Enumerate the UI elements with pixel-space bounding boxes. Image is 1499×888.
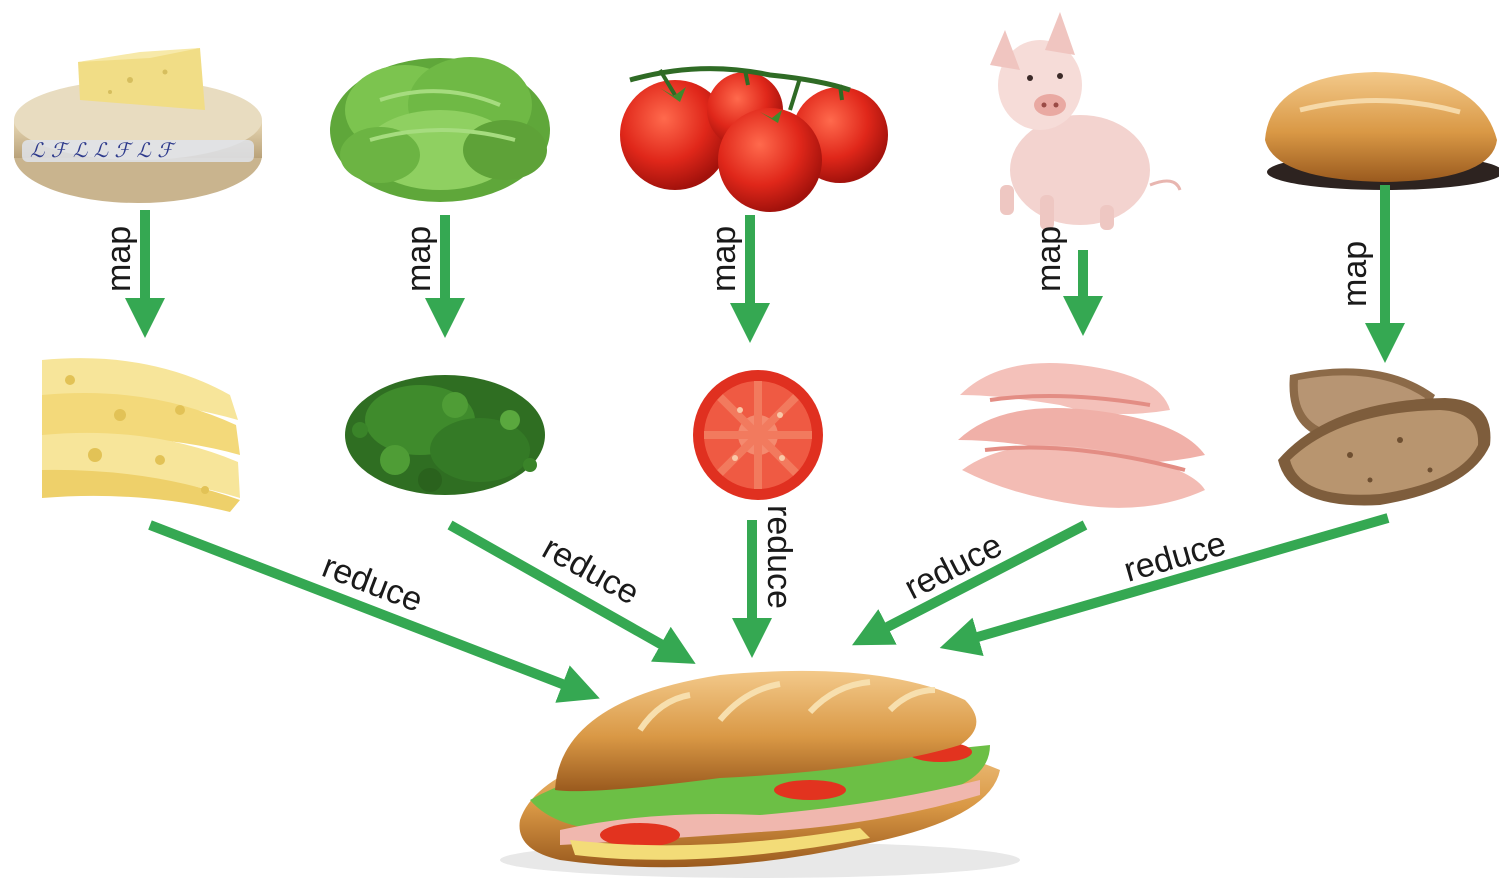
reduce-arrow-bread <box>957 518 1388 643</box>
bread-slices-icon <box>1278 368 1490 505</box>
lettuce-head-icon <box>330 57 550 202</box>
svg-text:ℒ ℱ ℒ ℒ ℱ ℒ ℱ: ℒ ℱ ℒ ℒ ℱ ℒ ℱ <box>30 138 176 162</box>
reduce-arrow-cheese <box>150 525 583 692</box>
ham-slices-icon <box>958 363 1205 508</box>
chopped-lettuce-icon <box>345 375 545 495</box>
pig-icon <box>990 12 1180 230</box>
map-label-lettuce: map <box>400 226 438 292</box>
tomato-vine-icon <box>620 69 888 212</box>
map-label-bread: map <box>1336 241 1374 307</box>
cheese-wheel-icon: ℒ ℱ ℒ ℒ ℱ ℒ ℱ <box>14 48 262 203</box>
map-label-pig: map <box>1030 226 1068 292</box>
tomato-slice-icon <box>693 370 823 500</box>
map-label-cheese: map <box>100 226 138 292</box>
sandwich-icon <box>500 671 1020 878</box>
reduce-label-tomato: reduce <box>760 505 798 609</box>
cheese-slices-icon <box>42 358 240 512</box>
map-label-tomato: map <box>705 226 743 292</box>
bread-loaf-icon <box>1265 72 1499 190</box>
